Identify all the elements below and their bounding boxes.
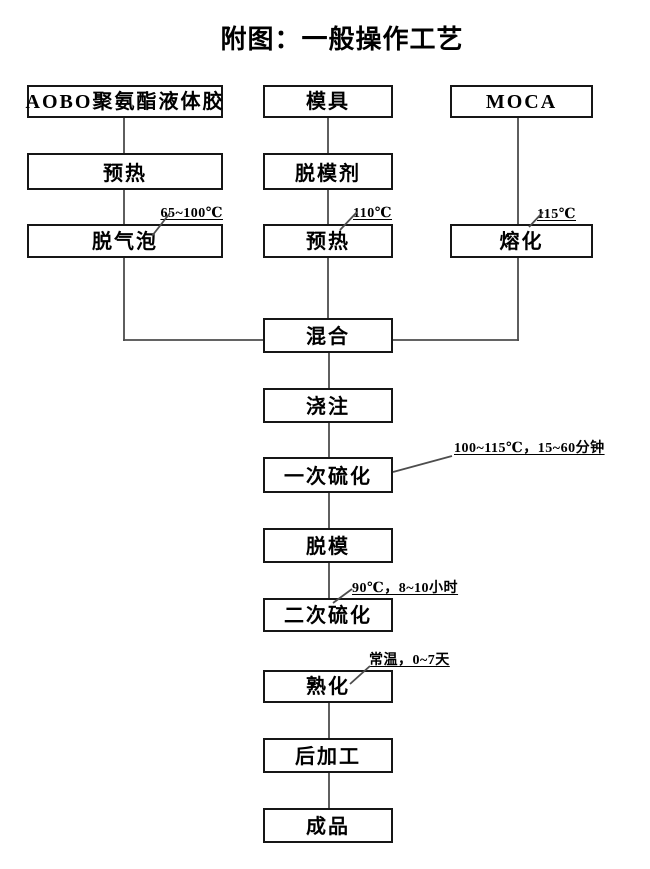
flow-box-aobo: AOBO聚氨酯液体胶 [25,85,225,118]
annotation-mature-condition: 常温，0~7天 [369,653,450,668]
flow-box-label: 脱气泡 [92,231,158,253]
flow-box-label: 熟化 [306,676,350,698]
flow-box-preheat1: 预热 [27,153,223,190]
flow-box-finished: 成品 [263,808,393,843]
flow-box-label: 混合 [306,326,350,348]
flow-box-label: 浇注 [306,396,350,418]
annotation-melt-temp: 115℃ [537,207,577,222]
annotation-first-cure-condition: 100~115℃，15~60分钟 [454,441,605,456]
flow-box-moca: MOCA [450,85,593,118]
flow-box-label: 模具 [306,91,350,113]
flow-box-label: 成品 [306,816,350,838]
flow-box-label: MOCA [485,91,558,113]
flow-box-preheat2: 预热 [263,224,393,258]
flow-box-pour: 浇注 [263,388,393,423]
flow-box-label: 二次硫化 [284,605,372,627]
flow-box-second-cure: 二次硫化 [263,598,393,632]
annotation-degas-temp: 65~100℃ [160,206,223,221]
flow-box-post-process: 后加工 [263,738,393,773]
flow-box-label: 熔化 [499,231,544,253]
flow-box-mold: 模具 [263,85,393,118]
flow-box-label: 脱模剂 [295,163,361,185]
flow-box-label: AOBO聚氨酯液体胶 [25,91,225,113]
flow-box-mature: 熟化 [263,670,393,703]
flow-box-label: 后加工 [295,746,361,768]
flow-box-mix: 混合 [263,318,393,353]
flow-box-label: 预热 [103,163,147,185]
annotation-mold-preheat-temp: 110℃ [353,206,393,221]
flow-box-degas: 脱气泡 [27,224,223,258]
flow-box-label: 脱模 [306,536,350,558]
flow-box-label: 预热 [306,231,350,253]
flow-box-demold: 脱模 [263,528,393,563]
flow-box-release-agent: 脱模剂 [263,153,393,190]
flow-box-melt: 熔化 [450,224,593,258]
flow-box-first-cure: 一次硫化 [263,457,393,493]
annotation-second-cure-condition: 90℃，8~10小时 [352,581,459,596]
flow-box-label: 一次硫化 [284,466,372,488]
page-title: 附图：一般操作工艺 [220,25,464,54]
